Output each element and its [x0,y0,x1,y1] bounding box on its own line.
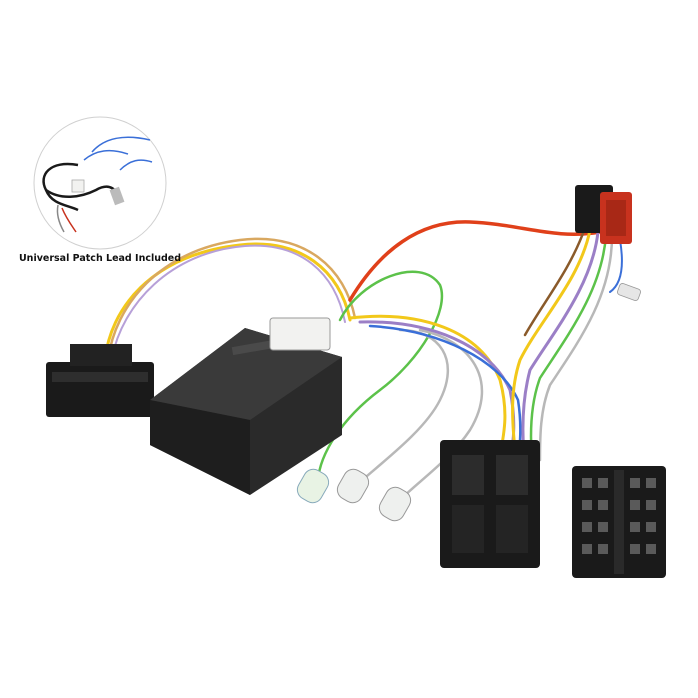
left-quadlock-connector [46,344,154,417]
top-iso-connectors [575,185,632,244]
iso-connector-face [572,466,666,578]
spade-terminals [296,468,412,522]
patch-lead-white-plug [71,179,85,193]
iso-connector-center [440,440,540,568]
aerial-tip [617,283,641,301]
patch-lead-blue-wire [83,149,129,161]
white-plug-connector [269,317,331,351]
patch-lead-inset [33,116,167,250]
patch-lead-red-wire [61,207,77,233]
patch-lead-black-cable [42,162,79,212]
patch-lead-caption: Universal Patch Lead Included [18,253,182,264]
